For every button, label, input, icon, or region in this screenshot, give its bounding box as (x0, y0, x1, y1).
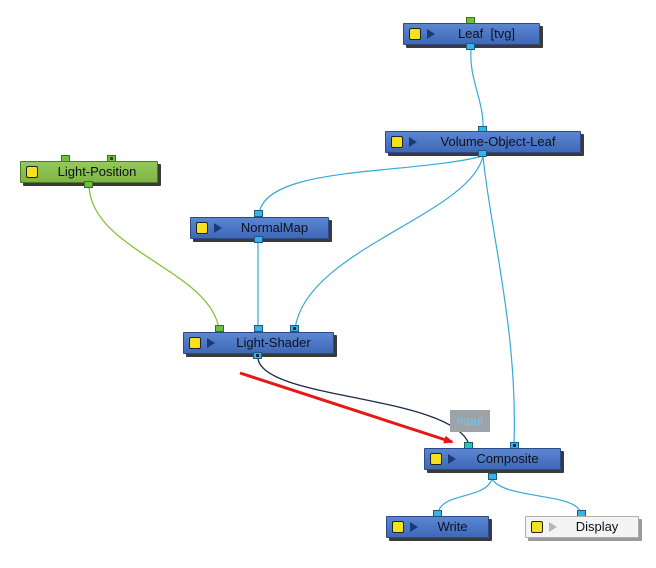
normalmap-output-port[interactable] (254, 236, 263, 243)
node-label: Leaf [tvg] (457, 26, 516, 41)
node-label: Composite (476, 451, 539, 466)
wire-composite-to-write[interactable] (437, 478, 493, 515)
enable-square-icon[interactable] (430, 453, 442, 465)
shader-output-port[interactable] (253, 352, 262, 359)
shader-volume-input-port[interactable] (290, 325, 299, 332)
node-composite[interactable]: Composite (424, 448, 561, 470)
node-label: Display (575, 519, 619, 534)
play-triangle-icon[interactable] (549, 522, 557, 532)
node-write[interactable]: Write (386, 516, 489, 538)
play-triangle-icon[interactable] (427, 29, 435, 39)
enable-square-icon[interactable] (196, 222, 208, 234)
play-triangle-icon[interactable] (214, 223, 222, 233)
shader-normal-input-port[interactable] (254, 325, 263, 332)
wire-volume-to-normalmap[interactable] (258, 155, 484, 215)
play-triangle-icon[interactable] (409, 137, 417, 147)
node-label: Light-Shader (236, 335, 311, 350)
wire-volume-to-shader[interactable] (294, 155, 484, 330)
port-tooltip: Input (450, 410, 490, 432)
light-position-output-port[interactable] (84, 181, 93, 188)
node-light-shader[interactable]: Light-Shader (183, 332, 334, 354)
node-label: Volume-Object-Leaf (440, 134, 556, 149)
node-volume-object-leaf[interactable]: Volume-Object-Leaf (385, 131, 581, 153)
play-triangle-icon[interactable] (410, 522, 418, 532)
node-label: Write (437, 519, 468, 534)
play-triangle-icon[interactable] (207, 338, 215, 348)
enable-square-icon[interactable] (531, 521, 543, 533)
node-leaf[interactable]: Leaf [tvg] (403, 23, 540, 45)
normalmap-input-port[interactable] (254, 210, 263, 217)
wire-shader-to-composite[interactable] (257, 358, 470, 445)
red-arrow (239, 371, 454, 444)
node-label: NormalMap (240, 220, 309, 235)
wire-leaf-to-volume[interactable] (470, 49, 484, 130)
wire-lightpos-to-shader[interactable] (88, 184, 220, 330)
wire-volume-to-composite[interactable] (482, 155, 515, 446)
node-display[interactable]: Display (525, 516, 639, 538)
node-label: Light-Position (57, 164, 137, 179)
enable-square-icon[interactable] (391, 136, 403, 148)
shader-light-input-port[interactable] (215, 325, 224, 332)
enable-square-icon[interactable] (409, 28, 421, 40)
enable-square-icon[interactable] (392, 521, 404, 533)
node-light-position[interactable]: Light-Position (20, 161, 158, 183)
composite-output-port[interactable] (488, 473, 497, 480)
wire-composite-to-display[interactable] (491, 478, 582, 515)
leaf-output-port[interactable] (466, 43, 475, 50)
volume-output-port[interactable] (478, 150, 487, 157)
enable-square-icon[interactable] (26, 166, 38, 178)
node-normalmap[interactable]: NormalMap (190, 217, 329, 239)
enable-square-icon[interactable] (189, 337, 201, 349)
play-triangle-icon[interactable] (448, 454, 456, 464)
